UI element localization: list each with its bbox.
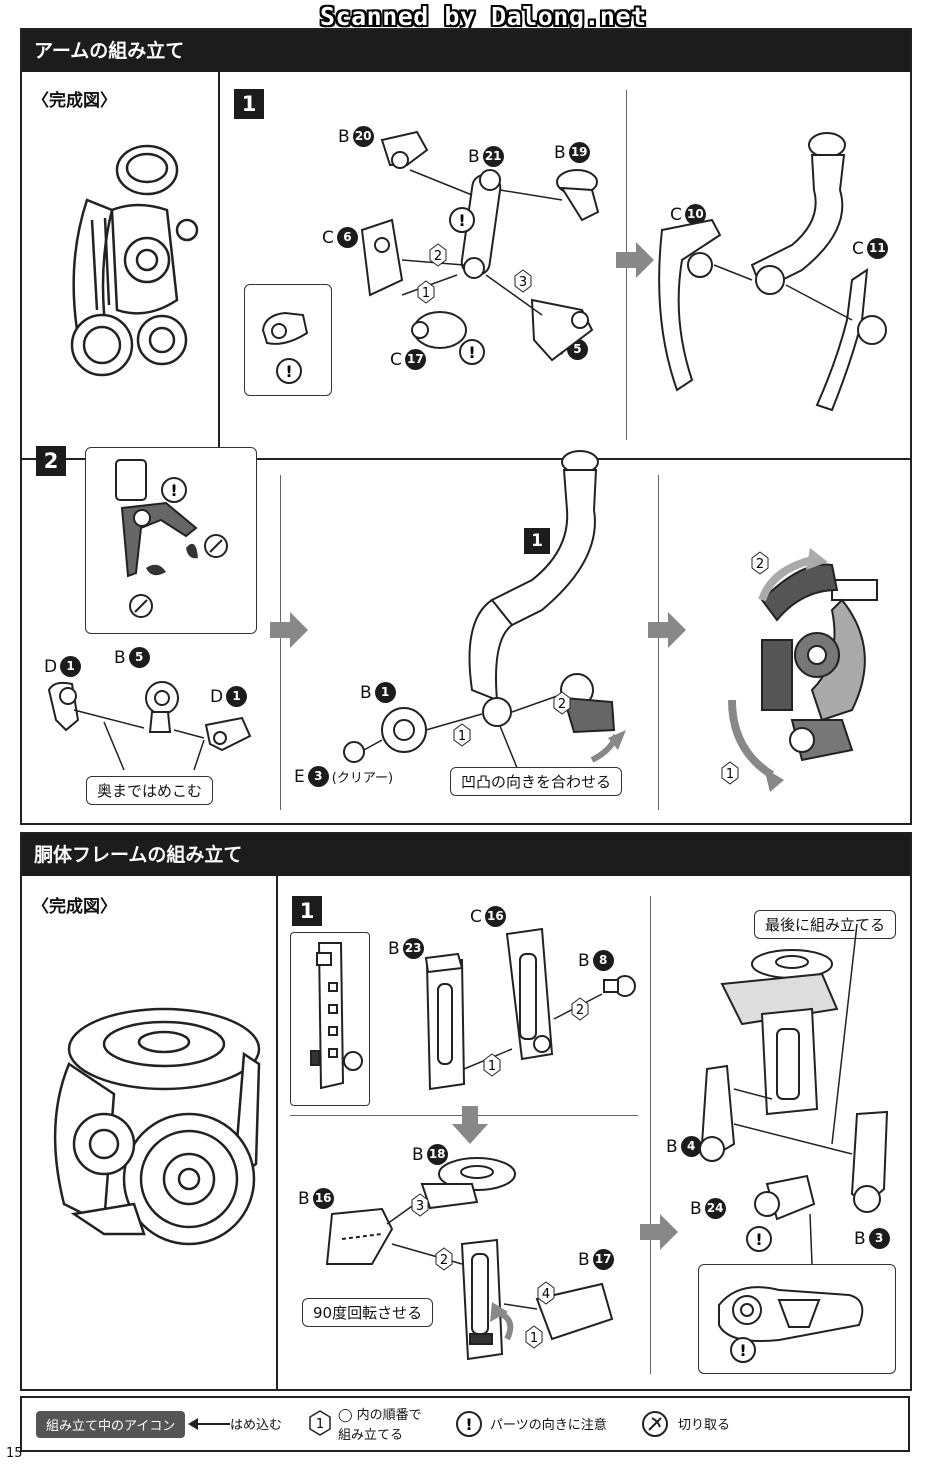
- clear-part-note: (クリアー): [331, 771, 394, 786]
- svg-text:1: 1: [726, 767, 734, 782]
- arm-step-2-ref-step-badge: 1: [524, 528, 550, 554]
- torso-section-title: 胴体フレームの組み立て: [22, 834, 910, 876]
- svg-text:1: 1: [488, 1059, 496, 1074]
- arm-completed-illustration: [70, 144, 199, 377]
- legend-cut-text: 切り取る: [678, 1418, 731, 1433]
- caution-icon: !: [456, 1411, 482, 1437]
- arm-step-2-assembly-illustration: 1 2: [343, 450, 626, 781]
- arm-step-2-arrow-icon-1: [270, 612, 308, 648]
- torso-b24-detail-inset: !: [698, 1264, 896, 1374]
- svg-text:!: !: [468, 343, 475, 362]
- cut-nipper-icon: [642, 1411, 668, 1437]
- torso-completed-illustration: [53, 1007, 261, 1246]
- arm-section-title: アームの組み立て: [22, 30, 910, 72]
- torso-completed-label: 〈完成図〉: [32, 897, 117, 917]
- align-notch-note: 凹凸の向きを合わせる: [450, 767, 623, 796]
- caution-icon-b24: !: [746, 1226, 772, 1252]
- torso-step-1-arrow-icon: [640, 1214, 678, 1250]
- legend-push-in-text: はめ込む: [230, 1418, 283, 1433]
- arm-step-2-badge: 2: [36, 446, 66, 476]
- torso-step-1-down-arrow-icon: [452, 1106, 488, 1144]
- svg-text:3: 3: [519, 275, 527, 290]
- order-hexagon-icon: 1: [309, 1410, 331, 1436]
- arm-step-1-badge: 1: [234, 89, 264, 119]
- svg-text:!: !: [755, 1230, 762, 1249]
- legend-order-text-line1: ◯ 内の順番で: [338, 1408, 422, 1423]
- svg-text:!: !: [285, 362, 292, 381]
- svg-text:!: !: [739, 1341, 746, 1360]
- torso-step-1-lower-illustration: 3 2 4 1: [325, 1157, 614, 1361]
- arm-step-2-result-illustration: 2 1: [721, 548, 878, 792]
- svg-text:1: 1: [422, 286, 430, 301]
- svg-text:2: 2: [756, 557, 764, 572]
- torso-step-1-upper-illustration: 2 1: [424, 927, 636, 1091]
- press-fully-note: 奥まではめこむ: [86, 776, 214, 805]
- svg-text:4: 4: [542, 1287, 550, 1302]
- svg-text:2: 2: [440, 1253, 448, 1268]
- legend-caution-text: パーツの向きに注意: [490, 1418, 607, 1433]
- svg-text:!: !: [458, 211, 465, 230]
- svg-text:1: 1: [530, 1331, 538, 1346]
- svg-text:!: !: [170, 481, 177, 500]
- page-number: 15: [6, 1446, 23, 1461]
- rotate-90-note: 90度回転させる: [302, 1298, 434, 1327]
- arm-step-1-arrow-icon: [616, 242, 654, 278]
- arm-step-1-detail-inset: !: [244, 284, 332, 396]
- push-in-arrow-icon: [188, 1418, 230, 1430]
- assembly-icon-legend: 組み立て中のアイコン はめ込む 1 ◯ 内の順番で 組み立てる ! パーツの向き…: [20, 1396, 910, 1452]
- torso-step-1-badge: 1: [292, 896, 322, 926]
- svg-text:!: !: [465, 1415, 472, 1434]
- arm-step-2-joint-illustration: [47, 681, 252, 771]
- arm-step-2-cutting-inset: !: [85, 447, 257, 634]
- arm-assembly-section: アームの組み立て 〈完成図〉 1 B20 B21 B19 C6 C17 C5 C…: [20, 28, 912, 825]
- arm-completed-label: 〈完成図〉: [32, 91, 117, 111]
- arm-step-1-result-illustration: [658, 132, 887, 412]
- torso-step-1-result-illustration: [699, 923, 889, 1265]
- arm-step-1-illustration: 2 1 3 ! !: [360, 130, 600, 365]
- torso-step-1-detail-inset: [290, 932, 370, 1106]
- svg-text:2: 2: [434, 249, 442, 264]
- assemble-last-note: 最後に組み立てる: [754, 910, 897, 939]
- svg-text:2: 2: [558, 697, 566, 712]
- legend-order-text-line2: 組み立てる: [338, 1428, 404, 1443]
- torso-frame-assembly-section: 胴体フレームの組み立て 〈完成図〉 1: [20, 832, 912, 1391]
- arm-step-2-arrow-icon-2: [648, 612, 686, 648]
- svg-text:1: 1: [458, 729, 466, 744]
- svg-text:1: 1: [316, 1417, 324, 1432]
- svg-text:2: 2: [576, 1003, 584, 1018]
- legend-title-badge: 組み立て中のアイコン: [36, 1411, 186, 1438]
- scan-watermark: Scanned by Dalong.net: [320, 2, 647, 31]
- svg-text:3: 3: [416, 1199, 424, 1214]
